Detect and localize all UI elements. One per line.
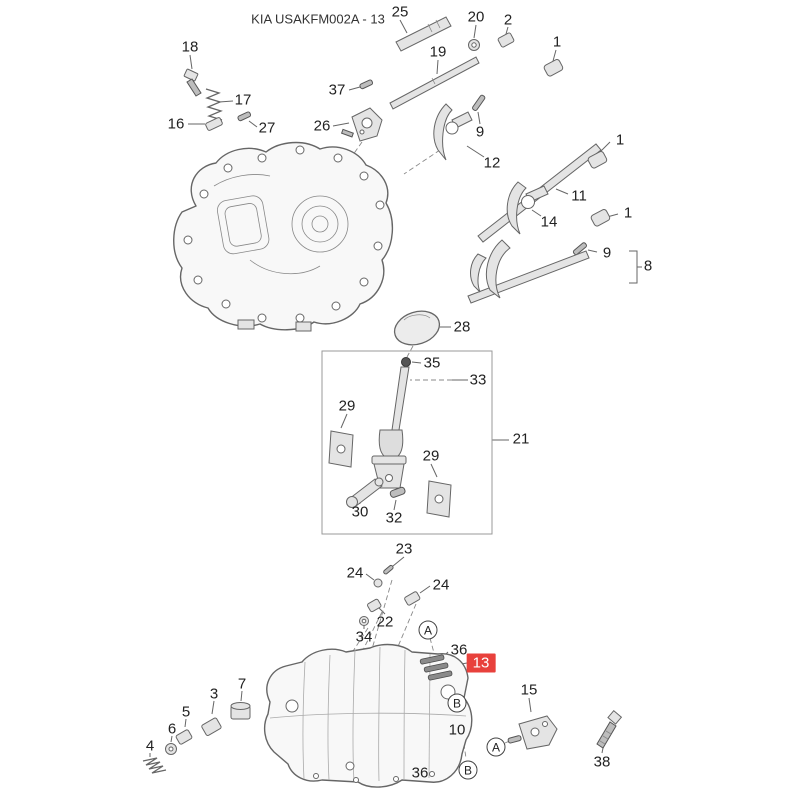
part-label-24[interactable]: 24 (432, 576, 450, 594)
part-label-26[interactable]: 26 (313, 117, 331, 135)
stud-set-part-36 (419, 654, 453, 681)
part-label-35[interactable]: 35 (423, 354, 441, 372)
part-label-4[interactable]: 4 (145, 737, 155, 755)
bell-housing-drawing (173, 141, 394, 332)
part-label-21[interactable]: 21 (512, 430, 530, 448)
fork-part-12 (433, 103, 473, 161)
part-label-13-highlighted[interactable]: 13 (466, 653, 496, 673)
pin-part-32 (389, 486, 406, 498)
cap-part-7 (230, 702, 251, 720)
sleeve-part-2 (497, 32, 515, 48)
rail-part-19 (389, 56, 480, 110)
part-label-5[interactable]: 5 (181, 703, 191, 721)
part-label-37[interactable]: 37 (328, 81, 346, 99)
part-label-36[interactable]: 36 (450, 641, 468, 659)
ref-circle-B[interactable]: B (458, 760, 478, 780)
part-label-18[interactable]: 18 (181, 38, 199, 56)
part-label-10[interactable]: 10 (448, 721, 466, 739)
bushing-part-1a (543, 59, 564, 77)
pin-part-9a (472, 94, 486, 111)
part-label-9[interactable]: 9 (602, 244, 612, 262)
part-label-29[interactable]: 29 (422, 447, 440, 465)
ball-part-24a (373, 578, 383, 588)
pin-part-23 (383, 564, 394, 575)
spring-part-17 (205, 88, 223, 121)
bushing-part-1c (590, 209, 611, 227)
lever-part-30 (346, 477, 384, 508)
part-label-27[interactable]: 27 (258, 119, 276, 137)
part-label-24[interactable]: 24 (346, 564, 364, 582)
part-label-32[interactable]: 32 (385, 509, 403, 527)
part-label-28[interactable]: 28 (453, 318, 471, 336)
part-label-9[interactable]: 9 (475, 123, 485, 141)
ring-part-34 (359, 616, 369, 626)
part-label-17[interactable]: 17 (234, 91, 252, 109)
pin-part-9b (572, 242, 587, 256)
part-label-38[interactable]: 38 (593, 753, 611, 771)
ring-part-20 (468, 39, 480, 51)
part-label-33[interactable]: 33 (469, 371, 487, 389)
part-label-8[interactable]: 8 (643, 257, 653, 275)
part-label-3[interactable]: 3 (209, 685, 219, 703)
rail-fork-part-8 (467, 239, 590, 304)
part-label-22[interactable]: 22 (376, 613, 394, 631)
ref-circle-A[interactable]: A (418, 620, 438, 640)
leader-lines (149, 19, 642, 757)
rail-part-25 (395, 16, 452, 52)
part-label-1[interactable]: 1 (552, 33, 562, 51)
bolt-part-38 (596, 710, 623, 749)
knob-part-28 (393, 310, 441, 346)
part-label-7[interactable]: 7 (237, 675, 247, 693)
cap-part-5 (175, 729, 193, 745)
part-label-19[interactable]: 19 (429, 43, 447, 61)
ref-circle-A[interactable]: A (486, 737, 506, 757)
pin-part-37 (359, 79, 374, 90)
part-label-29[interactable]: 29 (338, 397, 356, 415)
plug-part-16 (205, 117, 223, 131)
ring-part-6 (165, 743, 177, 755)
bolt-holes (183, 145, 385, 323)
interlock-part-26 (340, 107, 383, 142)
plug-part-3 (201, 717, 222, 736)
bolt-part-18 (183, 68, 202, 97)
control-box-21 (321, 350, 493, 535)
gearbox-housing-drawing (263, 643, 473, 788)
bracket-part-15 (507, 715, 558, 750)
part-label-2[interactable]: 2 (503, 11, 513, 29)
ref-circle-B[interactable]: B (447, 693, 467, 713)
part-label-34[interactable]: 34 (355, 628, 373, 646)
part-label-23[interactable]: 23 (395, 540, 413, 558)
part-label-12[interactable]: 12 (483, 154, 501, 172)
part-label-14[interactable]: 14 (540, 213, 558, 231)
part-label-30[interactable]: 30 (351, 503, 369, 521)
part-label-16[interactable]: 16 (167, 115, 185, 133)
pin-part-27 (237, 111, 252, 122)
part-label-6[interactable]: 6 (167, 720, 177, 738)
fork-part-14 (506, 181, 549, 235)
part-label-15[interactable]: 15 (520, 681, 538, 699)
bushing-part-1b (587, 151, 608, 169)
spring-part-4 (142, 757, 167, 774)
part-label-36[interactable]: 36 (411, 764, 429, 782)
part-label-11[interactable]: 11 (571, 187, 587, 205)
bushing-part-24b (404, 591, 421, 606)
part-label-1[interactable]: 1 (615, 131, 625, 149)
page-title: KIA USAKFM002A - 13 (251, 11, 385, 27)
part-label-1[interactable]: 1 (623, 204, 633, 222)
bushing-part-22 (367, 598, 382, 613)
bracket-part-29b (426, 480, 452, 518)
part-label-20[interactable]: 20 (467, 8, 485, 26)
bracket-part-29a (328, 430, 354, 468)
part-label-25[interactable]: 25 (391, 3, 409, 21)
